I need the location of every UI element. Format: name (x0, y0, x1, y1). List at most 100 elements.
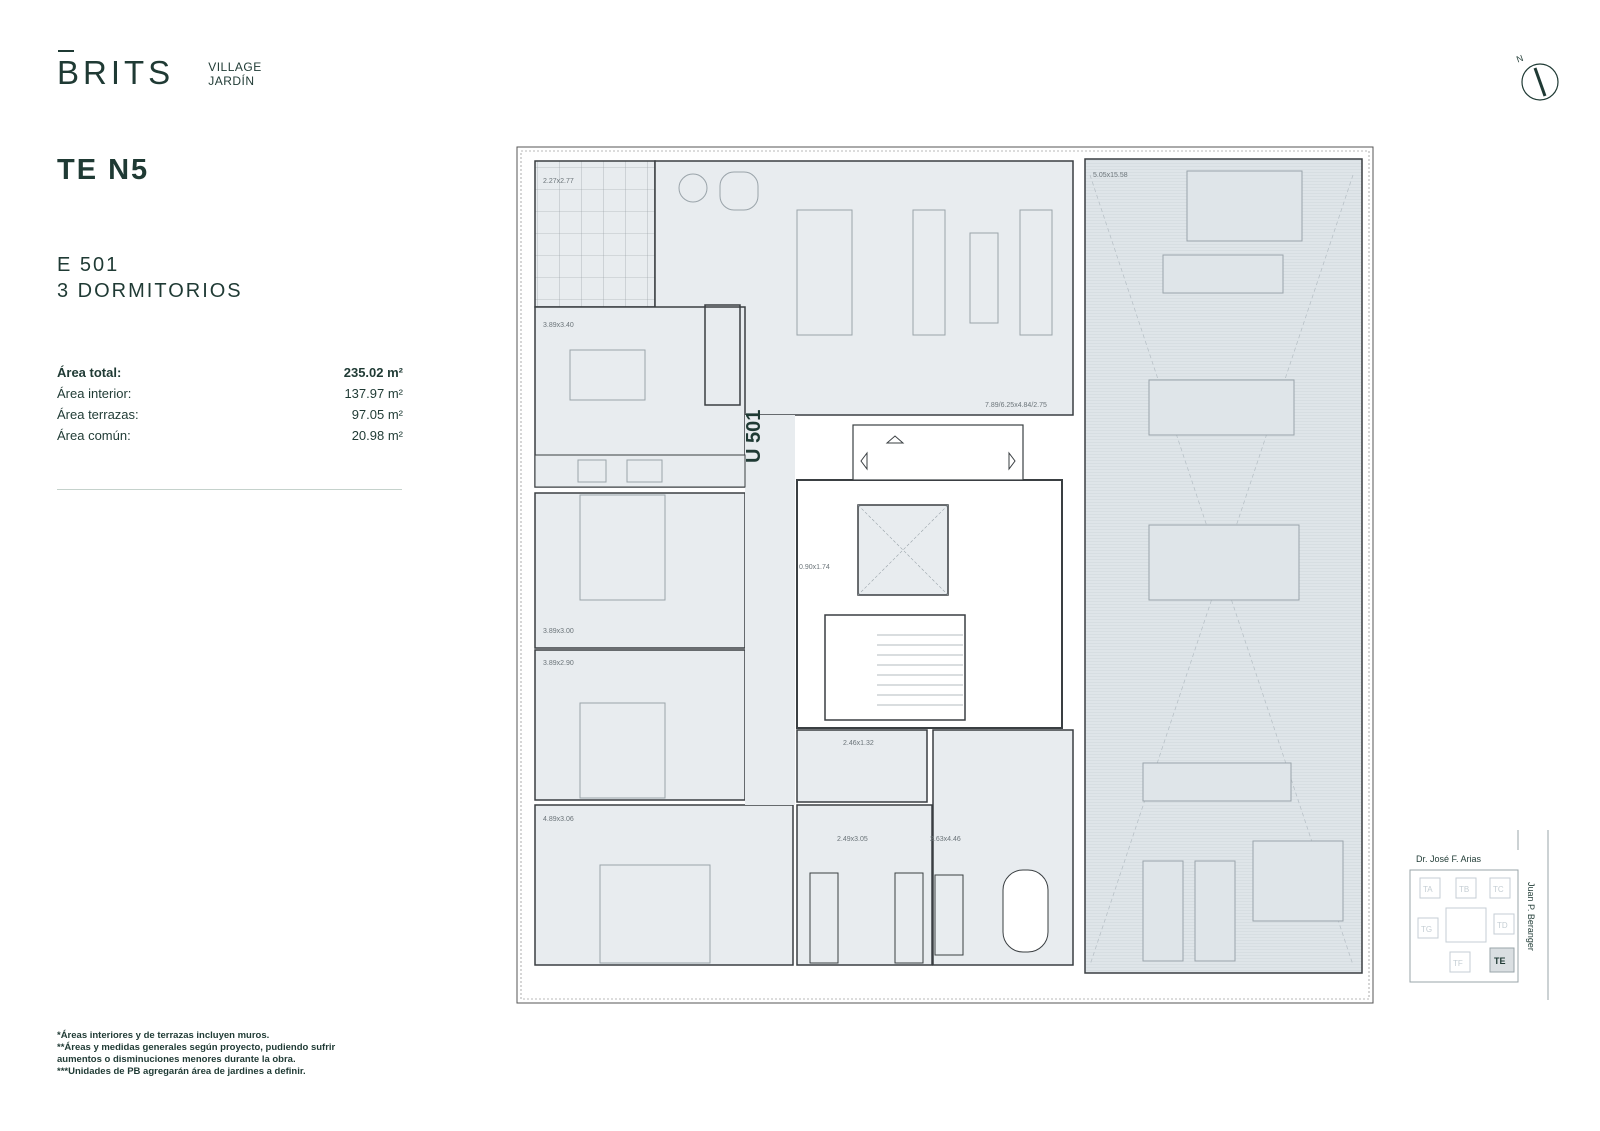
arrow-left-icon (860, 451, 868, 471)
vanity (934, 874, 964, 956)
outdoor-table (1148, 524, 1300, 601)
landing (852, 424, 1024, 481)
divider (57, 489, 402, 490)
footnote: *Áreas interiores y de terrazas incluyen… (57, 1030, 270, 1041)
block-TE-active (1489, 947, 1515, 973)
street-right: Juan P. Beranger (1526, 882, 1536, 951)
daybed (1252, 840, 1344, 922)
stair-treads (877, 634, 963, 706)
room-label-bedroom-1: 3.89x3.00 (543, 628, 574, 635)
floor-plan: 2.27x2.77 7.89/6.25x4.84/2.75 5.05x15.58… (516, 146, 1374, 1004)
kitchen-table (569, 349, 646, 401)
block-label-active: TE (1494, 956, 1506, 966)
area-value: 20.98 m² (351, 428, 403, 443)
area-row-common: Área común: 20.98 m² (57, 425, 403, 446)
block-outline (1409, 869, 1519, 983)
block-label: TD (1497, 921, 1508, 930)
brand-sub-line1: VILLAGE (208, 60, 262, 74)
arrow-right-icon (1008, 451, 1016, 471)
lounge-sofa (1186, 170, 1303, 242)
unit-number: E 501 (57, 254, 120, 276)
block-TF (1449, 951, 1471, 973)
area-label: Área total: (57, 365, 122, 380)
room-bath-1 (796, 729, 928, 803)
room-label-bath-1: 2.46x1.32 (843, 740, 874, 747)
room-label-bedroom-2: 3.89x2.90 (543, 660, 574, 667)
armchair (719, 171, 759, 211)
room-label-bath-2: 2.63x4.46 (930, 836, 961, 843)
unit-code: TE N5 (57, 154, 150, 186)
sun-lounger (1194, 860, 1236, 962)
sink (626, 459, 663, 483)
unit-label: U 501 (743, 410, 765, 463)
bed (579, 494, 666, 601)
lounge-table (1162, 254, 1284, 294)
master-bed (599, 864, 711, 964)
dining-table (796, 209, 853, 336)
area-label: Área interior: (57, 386, 132, 401)
block-TA (1419, 877, 1441, 899)
stairs (824, 614, 966, 721)
built-in-seat (704, 304, 741, 406)
compass-label: N (1515, 53, 1525, 65)
area-label: Área común: (57, 428, 131, 443)
bathtub (1002, 869, 1049, 953)
compass-ring (1521, 63, 1559, 101)
footnote: ***Unidades de PB agregarán área de jard… (57, 1066, 306, 1077)
brand-logo: BRITS VILLAGE JARDÍN (57, 50, 262, 91)
bed (579, 702, 666, 799)
brand-name: BRITS (57, 50, 175, 91)
block-center (1445, 907, 1487, 943)
hallway (745, 415, 795, 805)
area-row-total: Área total: 235.02 m² (57, 362, 403, 383)
wardrobe (894, 872, 924, 964)
street-top: Dr. José F. Arias (1416, 854, 1482, 864)
brand-sub-line2: JARDÍN (208, 74, 255, 88)
footnote: **Áreas y medidas generales según proyec… (57, 1042, 336, 1053)
planter (1142, 762, 1292, 802)
compass-needle (1533, 67, 1547, 97)
block-label: TB (1459, 885, 1469, 894)
unit-type: 3 DORMITORIOS (57, 280, 243, 302)
sun-lounger (1142, 860, 1184, 962)
sofa (1019, 209, 1053, 336)
room-label-small: 0.90x1.74 (799, 564, 830, 571)
block-label: TG (1421, 925, 1432, 934)
block-label: TA (1423, 885, 1433, 894)
slab-outline (516, 146, 1374, 1004)
footnotes: *Áreas interiores y de terrazas incluyen… (57, 1030, 335, 1078)
arrow-up-icon (885, 435, 905, 444)
footnote: aumentos o disminuciones menores durante… (57, 1054, 296, 1065)
room-label-master: 4.89x3.06 (543, 816, 574, 823)
slab-edge (520, 150, 1370, 1000)
area-row-interior: Área interior: 137.97 m² (57, 383, 403, 404)
block-TD (1493, 913, 1515, 935)
lamp (678, 173, 708, 203)
block-label: TF (1453, 959, 1463, 968)
elevator-cross (857, 504, 949, 596)
block-TG (1417, 917, 1439, 939)
brand-subtitle: VILLAGE JARDÍN (208, 60, 262, 89)
room-dressing (796, 804, 933, 966)
elevator (857, 504, 949, 596)
area-row-terraces: Área terrazas: 97.05 m² (57, 404, 403, 425)
elevator-cross (857, 504, 949, 596)
area-value: 97.05 m² (351, 407, 403, 422)
block-TB (1455, 877, 1477, 899)
room-label-balcony: 2.27x2.77 (543, 178, 574, 185)
area-value: 137.97 m² (344, 386, 403, 401)
compass-icon: N (1515, 53, 1559, 101)
bench (1148, 379, 1295, 436)
unit-subtitle: E 501 3 DORMITORIOS (57, 252, 243, 304)
area-value: 235.02 m² (343, 365, 403, 380)
key-plan: Dr. José F. Arias Juan P. Beranger TA TB… (1409, 830, 1549, 1000)
area-table: Área total: 235.02 m² Área interior: 137… (57, 362, 403, 446)
block-label: TC (1493, 885, 1504, 894)
sofa (912, 209, 946, 336)
block-TC (1489, 877, 1511, 899)
cooktop (577, 459, 607, 483)
area-label: Área terrazas: (57, 407, 139, 422)
room-label-terrace: 5.05x15.58 (1093, 172, 1128, 179)
wardrobe (809, 872, 839, 964)
coffee-table (969, 232, 999, 324)
